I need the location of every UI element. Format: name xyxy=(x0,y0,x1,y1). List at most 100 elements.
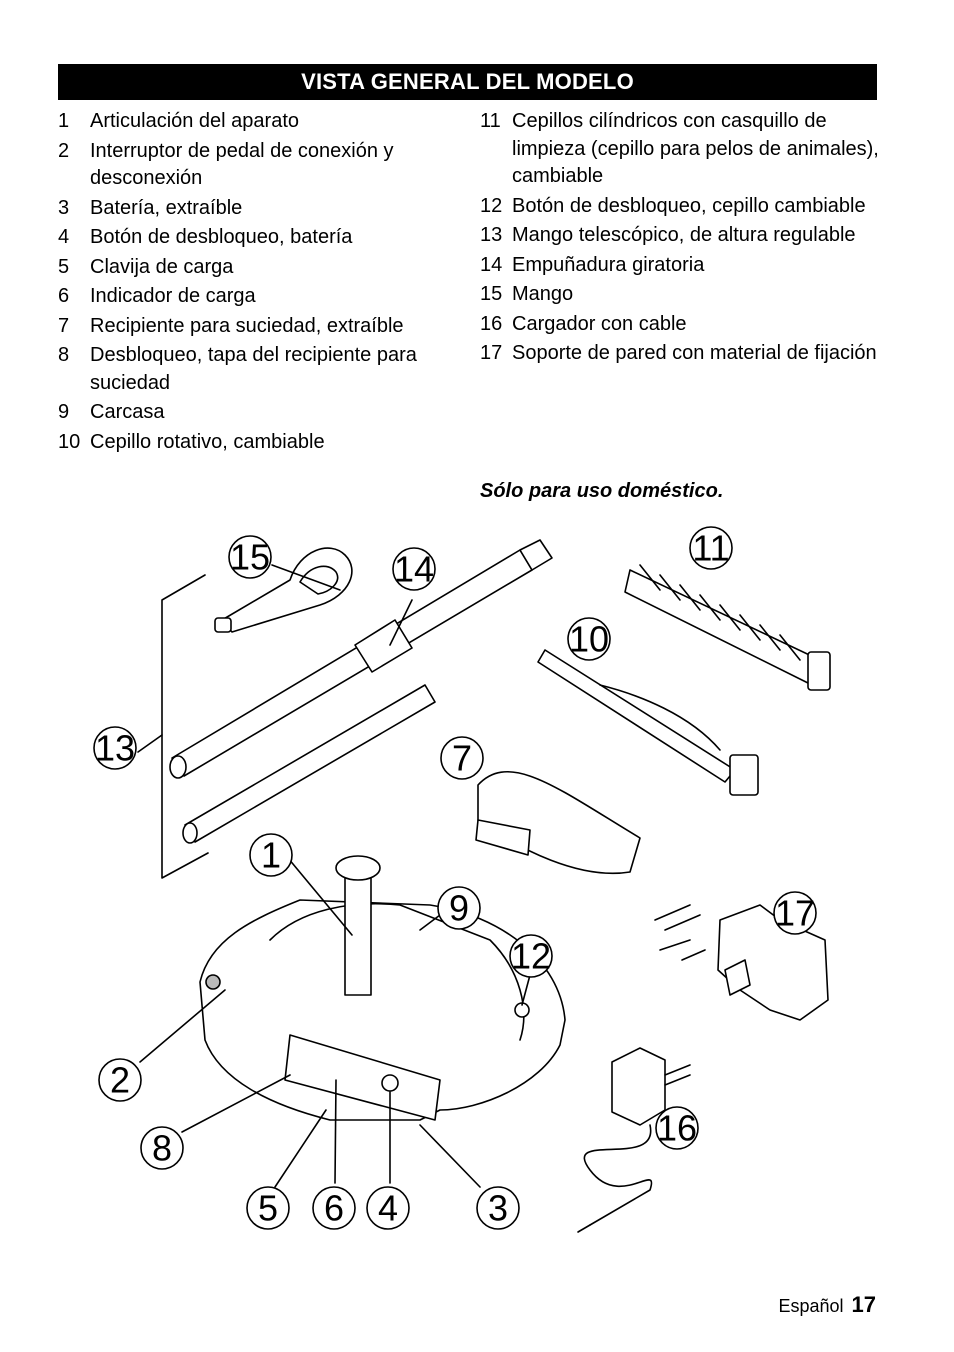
leader-line xyxy=(419,1124,481,1188)
callout-circle xyxy=(93,726,137,770)
item-number: 5 xyxy=(58,255,70,278)
list-item: 11 Cepillos cilíndricos con casquillo de … xyxy=(480,108,880,191)
list-item: 7 Recipiente para suciedad, extraíble xyxy=(58,313,458,341)
list-item: 9 Carcasa xyxy=(58,399,458,427)
item-number: 15 xyxy=(480,283,503,305)
item-number: 17 xyxy=(480,342,503,364)
callout-circle xyxy=(689,526,733,570)
callout-circle xyxy=(440,736,484,780)
callout-label: 3 xyxy=(488,1188,508,1229)
item-number: 16 xyxy=(480,312,503,335)
callout-label: 9 xyxy=(449,888,469,929)
item-text: Recipiente para suciedad, extraíble xyxy=(90,314,404,337)
callout-label: 2 xyxy=(110,1060,130,1101)
list-item: 2 Interruptor de pedal de conexión y desc… xyxy=(58,138,458,193)
item-text: Mango telescópico, de altura regulable xyxy=(512,224,856,246)
callout-circle xyxy=(249,833,293,877)
item-text: Mango xyxy=(512,283,574,305)
item-number: 4 xyxy=(58,226,70,248)
page-footer: Español 17 xyxy=(778,1292,876,1318)
cylindrical-brush-drawing xyxy=(624,564,831,691)
item-number: 7 xyxy=(58,314,70,337)
leader-line xyxy=(419,914,441,931)
callout-label: 14 xyxy=(394,549,434,590)
section-title: VISTA GENERAL DEL MODELO xyxy=(301,69,634,94)
item-number: 9 xyxy=(58,401,70,423)
item-number: 3 xyxy=(58,196,70,219)
list-item: 10 Cepillo rotativo, cambiable xyxy=(58,429,458,457)
leader-line xyxy=(274,1109,327,1188)
leader-line xyxy=(287,857,353,936)
rotary-brush-drawing xyxy=(537,649,759,796)
item-text: Desbloqueo, tapa del recipiente para suc… xyxy=(90,344,417,394)
domestic-use-note: Sólo para uso doméstico. xyxy=(480,480,724,502)
item-text: Botón de desbloqueo, cepillo cambiable xyxy=(512,194,866,217)
list-item: 3 Batería, extraíble xyxy=(58,195,458,223)
item-text: Soporte de pared con material de fijació… xyxy=(512,342,877,364)
device-body-drawing xyxy=(199,855,566,1121)
item-number: 12 xyxy=(480,194,503,217)
callout-circle xyxy=(437,886,481,930)
callout-circle xyxy=(655,1106,699,1150)
bracket-line xyxy=(161,574,209,879)
section-header: VISTA GENERAL DEL MODELO xyxy=(58,64,877,100)
page-number: 17 xyxy=(851,1292,876,1317)
item-number: 1 xyxy=(58,110,70,132)
item-text: Cargador con cable xyxy=(512,312,687,335)
item-text: Carcasa xyxy=(90,401,165,423)
callout-circle xyxy=(140,1126,184,1170)
callout-label: 15 xyxy=(230,537,270,578)
callout-circle xyxy=(773,891,817,935)
screws-drawing xyxy=(654,904,706,961)
item-text: Cepillo rotativo, cambiable xyxy=(90,430,325,453)
leader-line xyxy=(271,564,341,591)
callout-circle xyxy=(509,934,553,978)
parts-list-right: 11 Cepillos cilíndricos con casquillo de … xyxy=(480,108,880,370)
item-number: 2 xyxy=(58,139,70,162)
callout-circle xyxy=(98,1058,142,1102)
item-number: 11 xyxy=(480,110,501,132)
item-text: Batería, extraíble xyxy=(90,196,243,219)
callout-circle xyxy=(246,1186,290,1230)
list-item: 16 Cargador con cable xyxy=(480,311,880,339)
leader-line xyxy=(521,974,531,1006)
leader-line xyxy=(137,734,163,753)
callout-label: 8 xyxy=(152,1128,172,1169)
item-number: 6 xyxy=(58,285,70,307)
callout-circle xyxy=(366,1186,410,1230)
telescopic-tube-upper xyxy=(169,539,553,779)
callout-circle xyxy=(476,1186,520,1230)
callout-label: 6 xyxy=(324,1188,344,1229)
list-item: 6 Indicador de carga xyxy=(58,283,458,311)
callout-label: 4 xyxy=(378,1188,398,1229)
product-exploded-diagram: 15 14 11 10 13 7 1 9 17 12 2 8 16 5 6 4 … xyxy=(93,526,831,1233)
leader-line xyxy=(334,1079,337,1184)
item-text: Cepillos cilíndricos con casquillo de li… xyxy=(512,110,879,187)
charger-drawing xyxy=(577,1047,691,1233)
item-text: Empuñadura giratoria xyxy=(512,253,705,276)
callout-label: 5 xyxy=(258,1188,278,1229)
item-number: 10 xyxy=(58,430,81,453)
list-item: 12 Botón de desbloqueo, cepillo cambiable xyxy=(480,193,880,221)
item-text: Clavija de carga xyxy=(90,255,234,278)
item-text: Interruptor de pedal de conexión y desco… xyxy=(90,139,394,190)
list-item: 5 Clavija de carga xyxy=(58,254,458,282)
callout-circle xyxy=(392,547,436,591)
callout-circle xyxy=(567,617,611,661)
item-number: 13 xyxy=(480,224,503,246)
callout-label: 11 xyxy=(692,528,729,569)
list-item: 15 Mango xyxy=(480,281,880,309)
telescopic-tube-lower xyxy=(182,684,436,844)
callout-circle xyxy=(312,1186,356,1230)
callout-label: 1 xyxy=(261,835,281,876)
leader-line xyxy=(389,599,413,646)
leader-line xyxy=(181,1074,291,1133)
dirt-container-drawing xyxy=(475,770,641,875)
callout-label: 17 xyxy=(775,893,815,934)
item-text: Indicador de carga xyxy=(90,285,256,307)
callout-circle xyxy=(228,535,272,579)
